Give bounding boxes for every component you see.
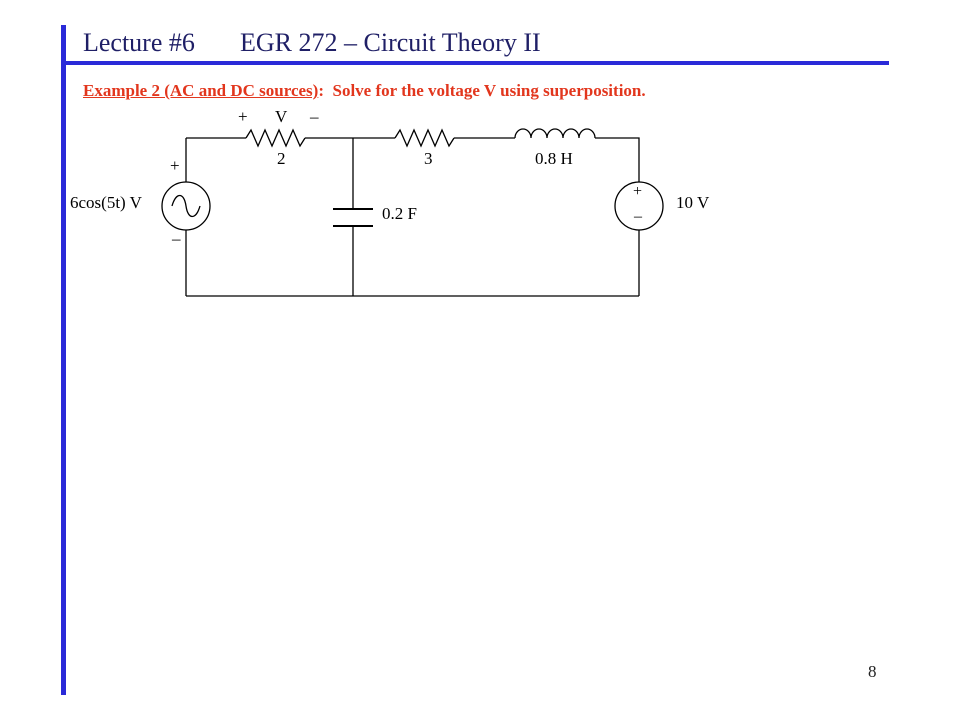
example-heading: Example 2 (AC and DC sources): Solve for… bbox=[83, 81, 646, 101]
voltage-v-label: V bbox=[275, 107, 288, 126]
dc-source-value: 10 V bbox=[676, 193, 710, 212]
dc-source-plus: + bbox=[633, 183, 642, 200]
ac-source-sine-icon bbox=[171, 194, 201, 218]
capacitor-value: 0.2 F bbox=[382, 204, 417, 223]
ac-source-plus: + bbox=[170, 156, 180, 175]
course-title: EGR 272 – Circuit Theory II bbox=[240, 28, 541, 57]
left-accent-bar bbox=[61, 25, 66, 695]
dc-source-minus: – bbox=[633, 208, 643, 225]
page-number: 8 bbox=[868, 662, 877, 681]
example-instruction: Solve for the voltage V using superposit… bbox=[332, 81, 646, 100]
example-separator: : bbox=[318, 81, 324, 100]
inductor-value: 0.8 H bbox=[535, 149, 573, 168]
wire-top-right bbox=[595, 137, 640, 182]
ac-source-value: 6cos(5t) V bbox=[70, 193, 143, 212]
resistor-2-ohm bbox=[245, 128, 306, 148]
example-label: Example 2 (AC and DC sources) bbox=[83, 81, 319, 100]
inductor-coil bbox=[514, 128, 596, 139]
resistor-3-ohm bbox=[394, 128, 455, 148]
ac-source-minus: – bbox=[171, 229, 181, 248]
voltage-v-plus: + bbox=[238, 107, 248, 126]
resistor-2-value: 3 bbox=[424, 149, 433, 168]
lecture-title: Lecture #6 bbox=[83, 28, 195, 57]
header-divider bbox=[61, 61, 889, 65]
voltage-v-minus: – bbox=[309, 107, 319, 126]
resistor-1-value: 2 bbox=[277, 149, 286, 168]
dc-source-circle bbox=[614, 181, 664, 231]
